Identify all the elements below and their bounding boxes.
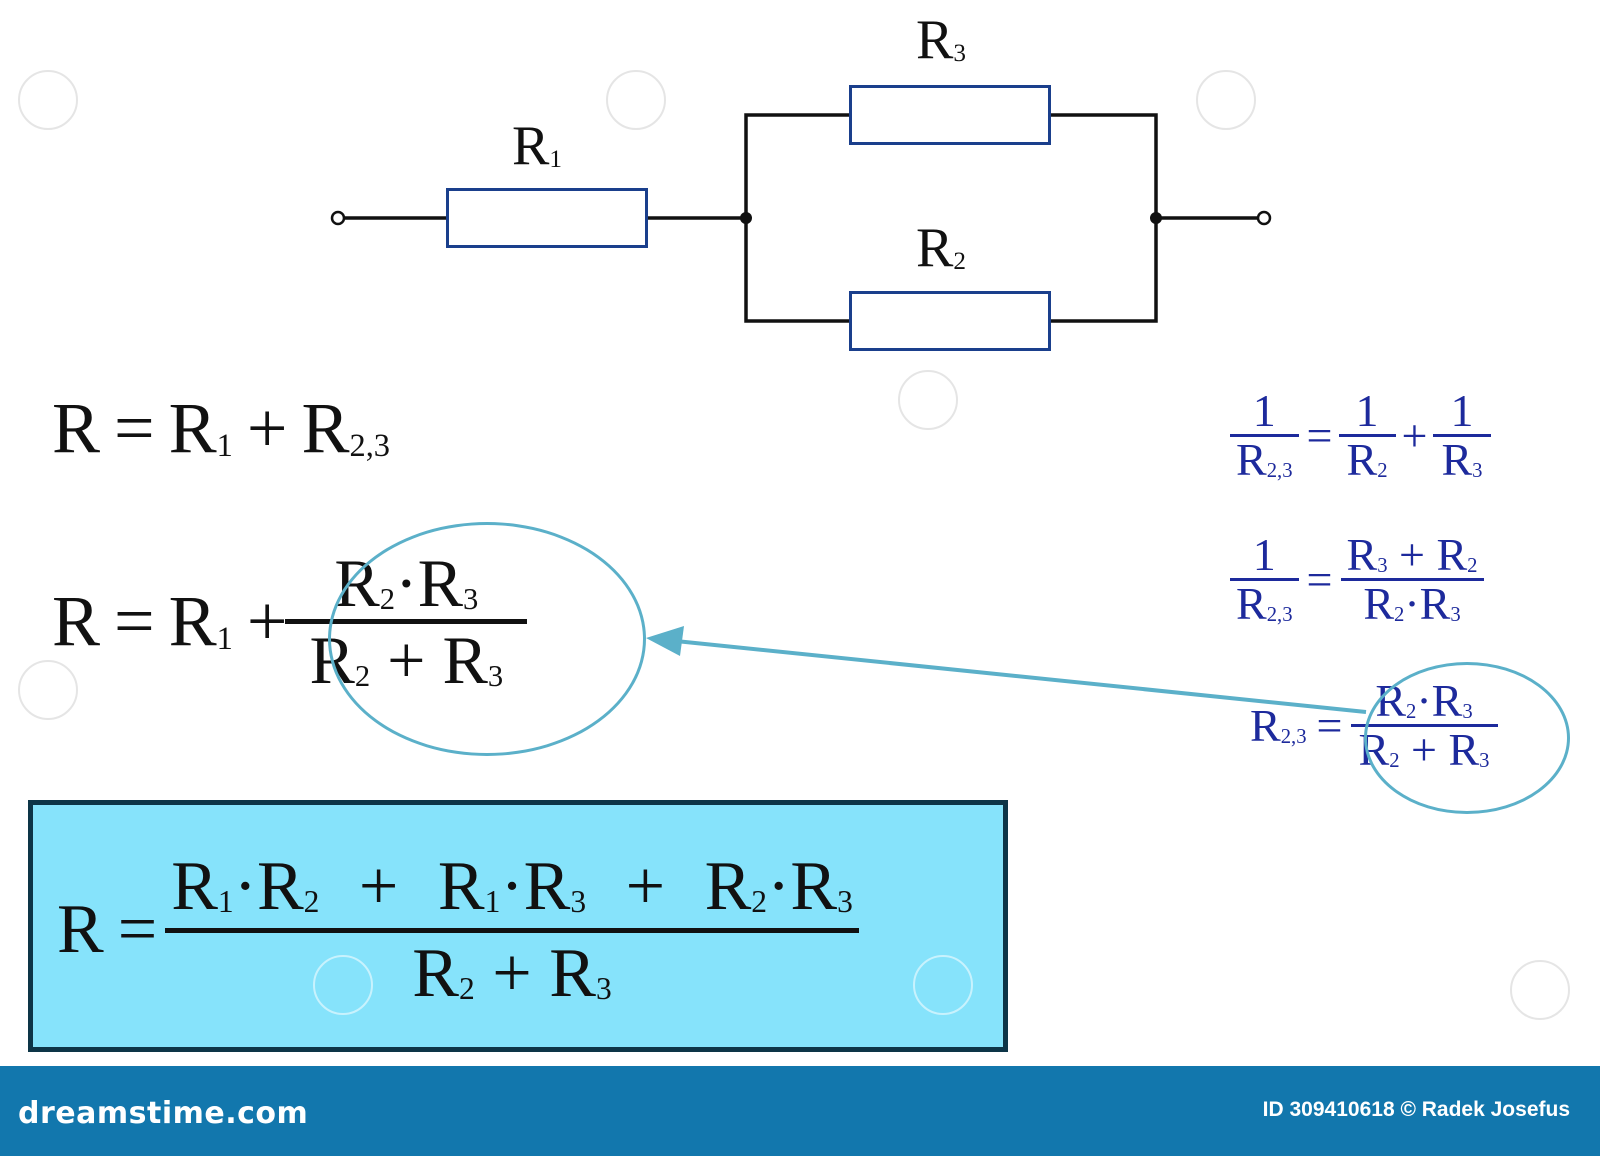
junction-right — [1150, 212, 1162, 224]
watermark-footer-bar — [0, 1066, 1600, 1156]
resistor-r3 — [849, 85, 1051, 145]
label-r2: R2 — [916, 217, 966, 279]
resistor-r2 — [849, 291, 1051, 351]
watermark-swirl-icon — [18, 70, 78, 130]
resistor-r1 — [446, 188, 648, 248]
highlight-ellipse-left — [328, 522, 646, 756]
terminal-right — [1256, 210, 1272, 226]
circuit-wires — [330, 113, 1272, 323]
brand-watermark: dreamstime.com — [18, 1096, 309, 1131]
equation-series-sum: R = R1 + R2,3 — [52, 388, 391, 468]
watermark-swirl-icon — [606, 70, 666, 130]
arrowhead-icon — [646, 626, 684, 656]
highlight-ellipse-right — [1364, 662, 1570, 814]
watermark-swirl-icon — [1510, 960, 1570, 1020]
junction-left — [740, 212, 752, 224]
equation-final: R = R1·R2 + R1·R3 + R2·R3 R2 + R3 — [57, 825, 859, 1035]
terminal-left — [330, 210, 346, 226]
watermark-swirl-icon — [898, 370, 958, 430]
label-r1: R1 — [512, 115, 562, 177]
label-r3: R3 — [916, 9, 966, 71]
watermark-swirl-icon — [313, 955, 373, 1015]
watermark-swirl-icon — [1196, 70, 1256, 130]
image-credit: ID 309410618 © Radek Josefus — [1262, 1098, 1570, 1121]
result-box: R = R1·R2 + R1·R3 + R2·R3 R2 + R3 — [28, 800, 1008, 1052]
watermark-swirl-icon — [913, 955, 973, 1015]
watermark-swirl-icon — [18, 660, 78, 720]
fraction-final: R1·R2 + R1·R3 + R2·R3 R2 + R3 — [165, 851, 859, 1009]
